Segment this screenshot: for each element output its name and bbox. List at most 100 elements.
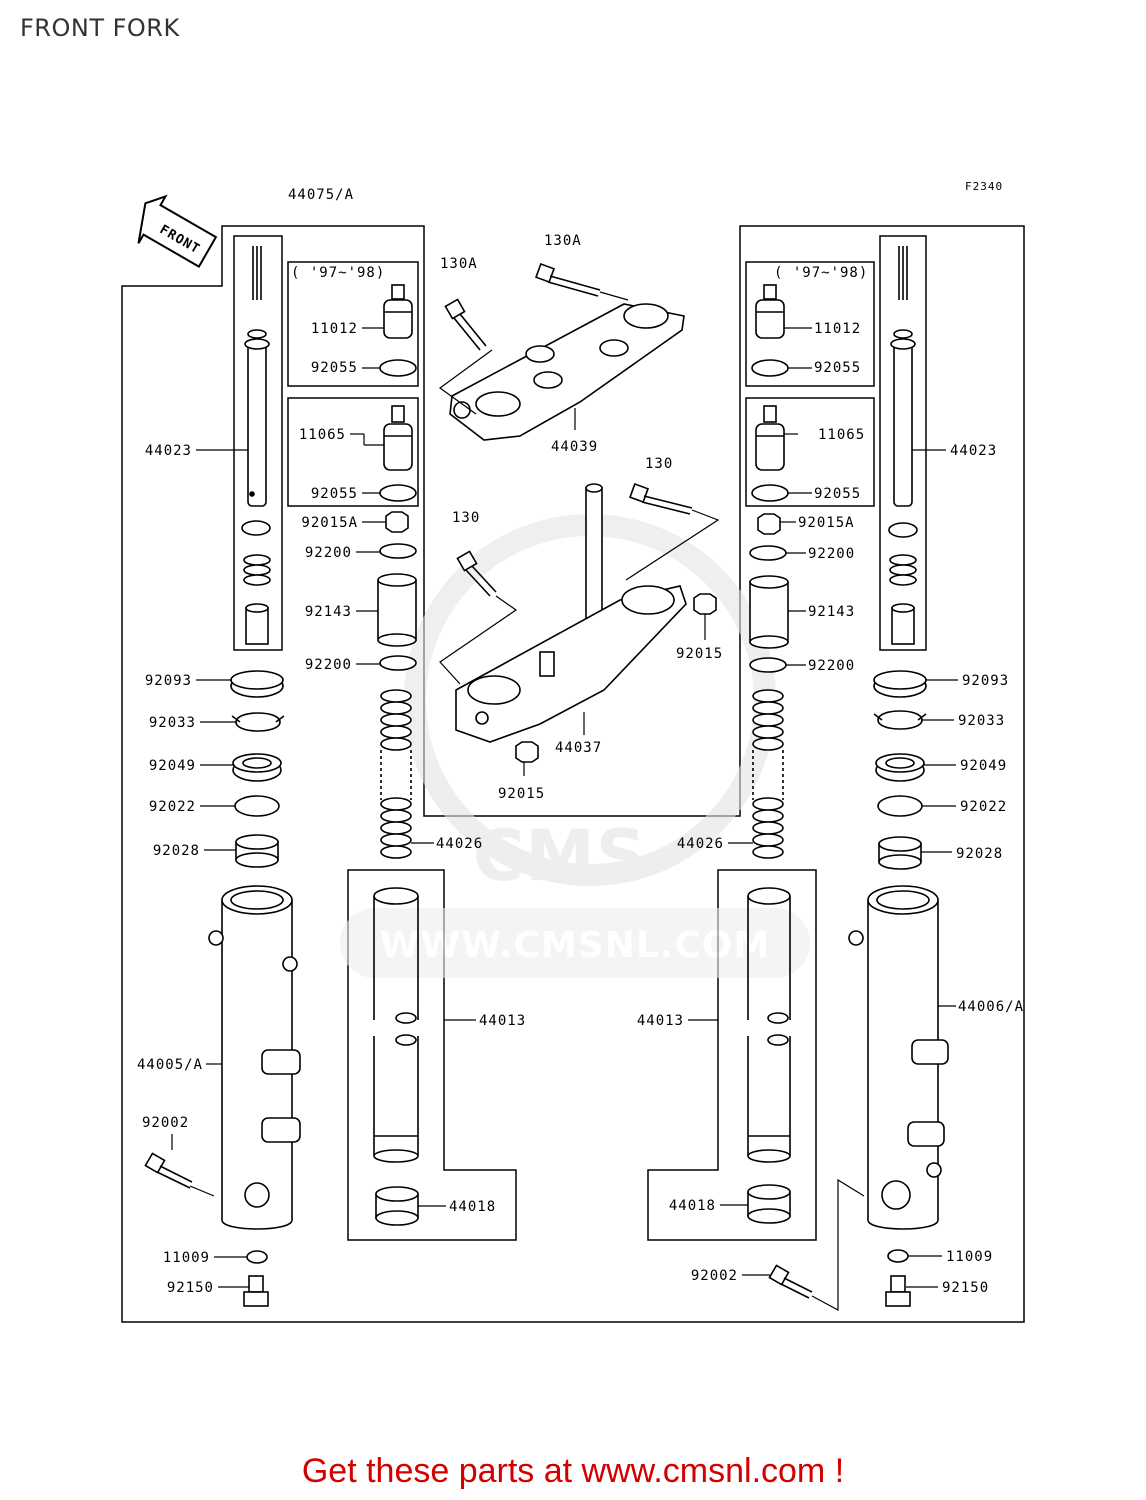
bushing-92028-left [235, 834, 279, 868]
watermark-text: WWW.CMSNL.COM [380, 925, 771, 966]
figure-code: F2340 [965, 180, 1003, 193]
collar-left [245, 603, 269, 645]
bolt-92150-right [885, 1275, 911, 1307]
bolt-130-upper [629, 483, 693, 515]
o-ring-92055-upper-right [751, 359, 789, 377]
label-44075A: 44075/A [288, 187, 354, 203]
label-92200a-left: 92200 [305, 545, 352, 561]
bolt-92002-right [768, 1264, 813, 1299]
label-11009-left: 11009 [163, 1250, 210, 1266]
label-44006A-right: 44006/A [958, 999, 1024, 1015]
label-92143-right: 92143 [808, 604, 855, 620]
nut-92015-upper [693, 593, 717, 615]
label-92015A-right: 92015A [798, 515, 855, 531]
label-92015A-left: 92015A [301, 515, 358, 531]
valve-11012-left [383, 284, 413, 339]
spring-short-right [889, 554, 917, 586]
washer-left [241, 520, 271, 536]
nut-92015-lower [515, 741, 539, 763]
bolt-130A-lower [444, 298, 487, 351]
label-92055b-right: 92055 [814, 486, 861, 502]
label-130-upper: 130 [645, 456, 673, 472]
label-92033-left: 92033 [149, 715, 196, 731]
fork-outer-leg-44005-left [208, 885, 301, 1230]
nut-92015A-right [757, 513, 781, 535]
bolt-92002-left [144, 1152, 193, 1189]
label-44013-right: 44013 [637, 1013, 684, 1029]
label-11009-right: 11009 [946, 1249, 993, 1265]
valve-11012-right [755, 284, 785, 339]
label-92055a-right: 92055 [814, 360, 861, 376]
page-title: FRONT FORK [20, 14, 180, 42]
label-year-left: ( '97~'98) [291, 265, 385, 281]
bolt-92150-left [243, 1275, 269, 1307]
label-92015-lower: 92015 [498, 786, 545, 802]
label-44013-left: 44013 [479, 1013, 526, 1029]
label-92028-right: 92028 [956, 846, 1003, 862]
label-44005A-left: 44005/A [137, 1057, 203, 1073]
valve-11065-left [383, 405, 413, 471]
spacer-92143-left [377, 573, 417, 647]
label-92022-left: 92022 [149, 799, 196, 815]
oil-seal-92049-left [232, 753, 282, 782]
spring-short-left [243, 554, 271, 586]
label-11065-left: 11065 [299, 427, 346, 443]
inner-tube-box-left [233, 235, 283, 651]
fork-tube-44013-right [747, 887, 791, 1163]
washer-11009-left [246, 1250, 268, 1264]
washer-right [888, 522, 918, 538]
label-92049-left: 92049 [149, 758, 196, 774]
label-92143-left: 92143 [305, 604, 352, 620]
damper-box-lower-left [287, 397, 419, 507]
guide-bush-44018-left [375, 1186, 419, 1226]
fork-damper-rod-right [890, 246, 916, 507]
outer-tube-box-right [647, 869, 817, 1241]
label-92200b-right: 92200 [808, 658, 855, 674]
o-ring-92055-upper-left [379, 359, 417, 377]
label-44018-right: 44018 [669, 1198, 716, 1214]
label-92022-right: 92022 [960, 799, 1007, 815]
label-44037: 44037 [555, 740, 602, 756]
label-44039: 44039 [551, 439, 598, 455]
circlip-92033-left [231, 712, 285, 732]
washer-92200-upper-left [379, 543, 417, 559]
washer-92200-upper-right [749, 545, 787, 561]
label-92055a-left: 92055 [311, 360, 358, 376]
oil-seal-92049-right [875, 753, 925, 782]
label-11012-right: 11012 [814, 321, 861, 337]
damper-box-upper-right [745, 261, 875, 387]
label-92150-left: 92150 [167, 1280, 214, 1296]
damper-box-upper-left [287, 261, 419, 387]
fork-spring-44026-right [752, 689, 784, 859]
valve-11065-right [755, 405, 785, 471]
washer-92200-lower-right [749, 657, 787, 673]
front-fork-diagram: CMS WWW.CMSNL.COM FRONT [121, 180, 1025, 1323]
bolt-130A-upper [535, 263, 601, 297]
stem-44037 [455, 483, 687, 743]
dust-seal-92093-left [230, 670, 284, 698]
label-130-lower: 130 [452, 510, 480, 526]
fork-damper-rod-left [244, 246, 270, 507]
bushing-92028-right [878, 836, 922, 870]
label-44023-right: 44023 [950, 443, 997, 459]
upper-bracket-44039 [449, 303, 685, 441]
collar-right [891, 603, 915, 645]
label-11065-right: 11065 [818, 427, 865, 443]
guide-bush-44018-right [747, 1184, 791, 1224]
label-92200a-right: 92200 [808, 546, 855, 562]
label-92055b-left: 92055 [311, 486, 358, 502]
label-92002-left: 92002 [142, 1115, 189, 1131]
inner-tube-box-right [879, 235, 927, 651]
spacer-92143-right [749, 575, 789, 649]
label-44023-left: 44023 [145, 443, 192, 459]
label-130A-lower: 130A [440, 256, 478, 272]
o-ring-92055-lower-right [751, 484, 789, 502]
label-92200b-left: 92200 [305, 657, 352, 673]
washer-92200-lower-left [379, 655, 417, 671]
circlip-92033-right [873, 710, 927, 730]
outer-tube-box-left [347, 869, 517, 1241]
fork-tube-44013-left [373, 887, 419, 1163]
footer-link-text[interactable]: Get these parts at www.cmsnl.com ! [301, 1452, 845, 1490]
label-92093-left: 92093 [145, 673, 192, 689]
label-92093-right: 92093 [962, 673, 1009, 689]
